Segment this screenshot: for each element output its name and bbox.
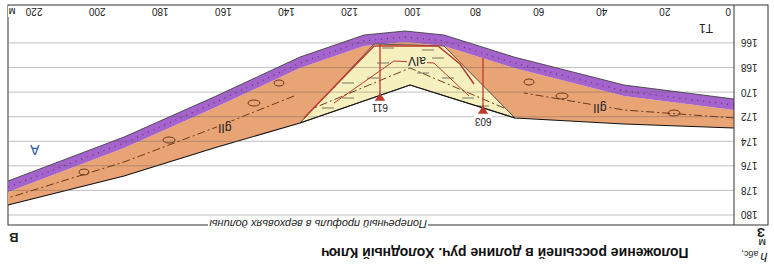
layer-index: Т1: [698, 21, 714, 34]
elevation-tick: 166: [740, 37, 759, 48]
distance-tick: 60: [532, 7, 545, 18]
distance-tick: 120: [340, 7, 359, 18]
distance-tick: 200: [88, 7, 107, 18]
distance-tick: 220: [25, 7, 44, 18]
distance-tick: 160: [214, 7, 233, 18]
layer-index: gII: [592, 101, 607, 114]
direction-label: З: [756, 225, 766, 239]
elevation-tick: 174: [740, 136, 759, 147]
elevation-tick: 178: [740, 185, 759, 196]
direction-label: В: [8, 230, 19, 244]
elevation-tick: 170: [740, 87, 759, 98]
axis-label: абс,: [740, 248, 759, 258]
distance-tick: 140: [277, 7, 296, 18]
distance-tick: 80: [469, 7, 482, 18]
distance-tick: 100: [403, 7, 422, 18]
distance-tick: 40: [595, 7, 608, 18]
elevation-tick: 176: [740, 160, 759, 171]
distance-tick: 0: [724, 7, 732, 18]
distance-tick: 180: [151, 7, 170, 18]
layer-index: gII: [217, 121, 232, 134]
elevation-tick: 168: [740, 62, 759, 73]
section-end-label: А: [29, 142, 40, 157]
elevation-tick: 180: [740, 210, 759, 221]
distance-tick: 20: [658, 7, 671, 18]
subtitle: Поперечный профиль в верховьях долины: [208, 218, 428, 230]
layer-index: aIV: [407, 54, 427, 67]
axis-label: h: [759, 250, 768, 264]
borehole-number: 603: [474, 117, 493, 128]
diagram-title: Положение россыпей в долине руч. Холодны…: [320, 245, 689, 260]
axis-unit: м: [8, 7, 17, 18]
borehole-number: 611: [371, 103, 389, 114]
elevation-tick: 172: [740, 111, 759, 122]
